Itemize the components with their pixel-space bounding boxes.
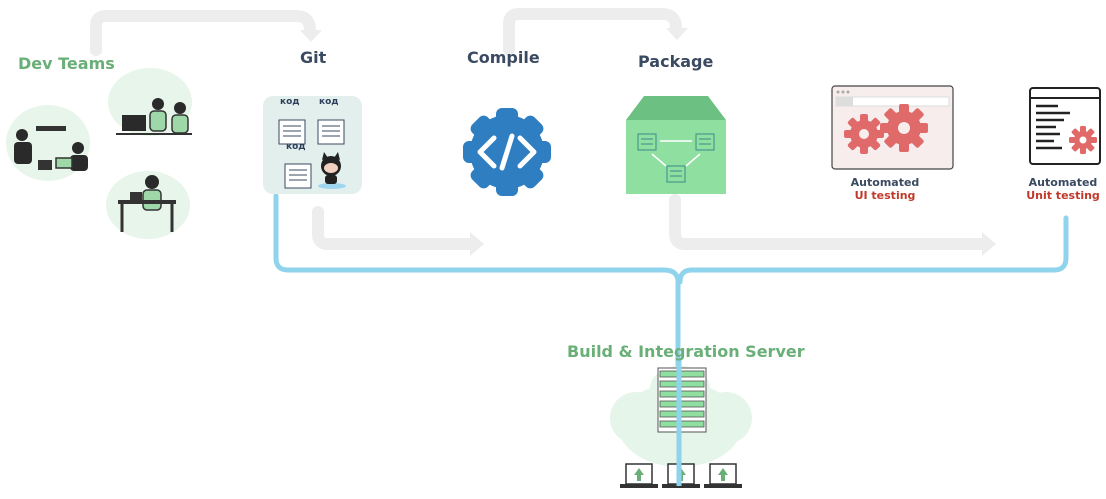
flow-arrow-package-to-unit [669, 194, 988, 250]
unit-testing-line1: Automated [1028, 176, 1098, 189]
ui-testing-line2: UI testing [854, 189, 916, 202]
server-label: Build & Integration Server [567, 342, 805, 361]
ui-testing-line1: Automated [850, 176, 920, 189]
unit-test-doc-icon [1029, 87, 1101, 165]
flow-arrow-git-to-compile [312, 206, 476, 250]
dev-team-illustration [6, 68, 192, 239]
arrow-head-1 [300, 30, 322, 42]
code-tag: код [319, 97, 339, 107]
github-octocat-icon [318, 152, 346, 189]
compile-label: Compile [467, 48, 540, 67]
dev-teams-label: Dev Teams [18, 54, 115, 73]
flow-arrow-devteams-to-git [90, 10, 316, 56]
git-repository-box [263, 96, 362, 194]
git-label: Git [300, 48, 327, 67]
code-tag: код [286, 142, 306, 152]
unit-testing-line2: Unit testing [1026, 189, 1100, 202]
flow-arrow-compile-to-package [503, 8, 682, 56]
server-rack-icon [657, 367, 707, 433]
package-label: Package [638, 52, 714, 71]
ui-gears-window-icon [831, 85, 954, 170]
integration-bus [273, 193, 1069, 488]
code-tag: код [280, 97, 300, 107]
arrow-head-3 [470, 232, 484, 256]
code-gear-icon [463, 108, 551, 196]
arrow-head-4 [982, 232, 996, 256]
package-box-icon [626, 96, 726, 194]
unit-testing-label: Automated Unit testing [1020, 176, 1106, 202]
arrow-head-2 [666, 28, 688, 40]
ui-testing-label: Automated UI testing [835, 176, 935, 202]
